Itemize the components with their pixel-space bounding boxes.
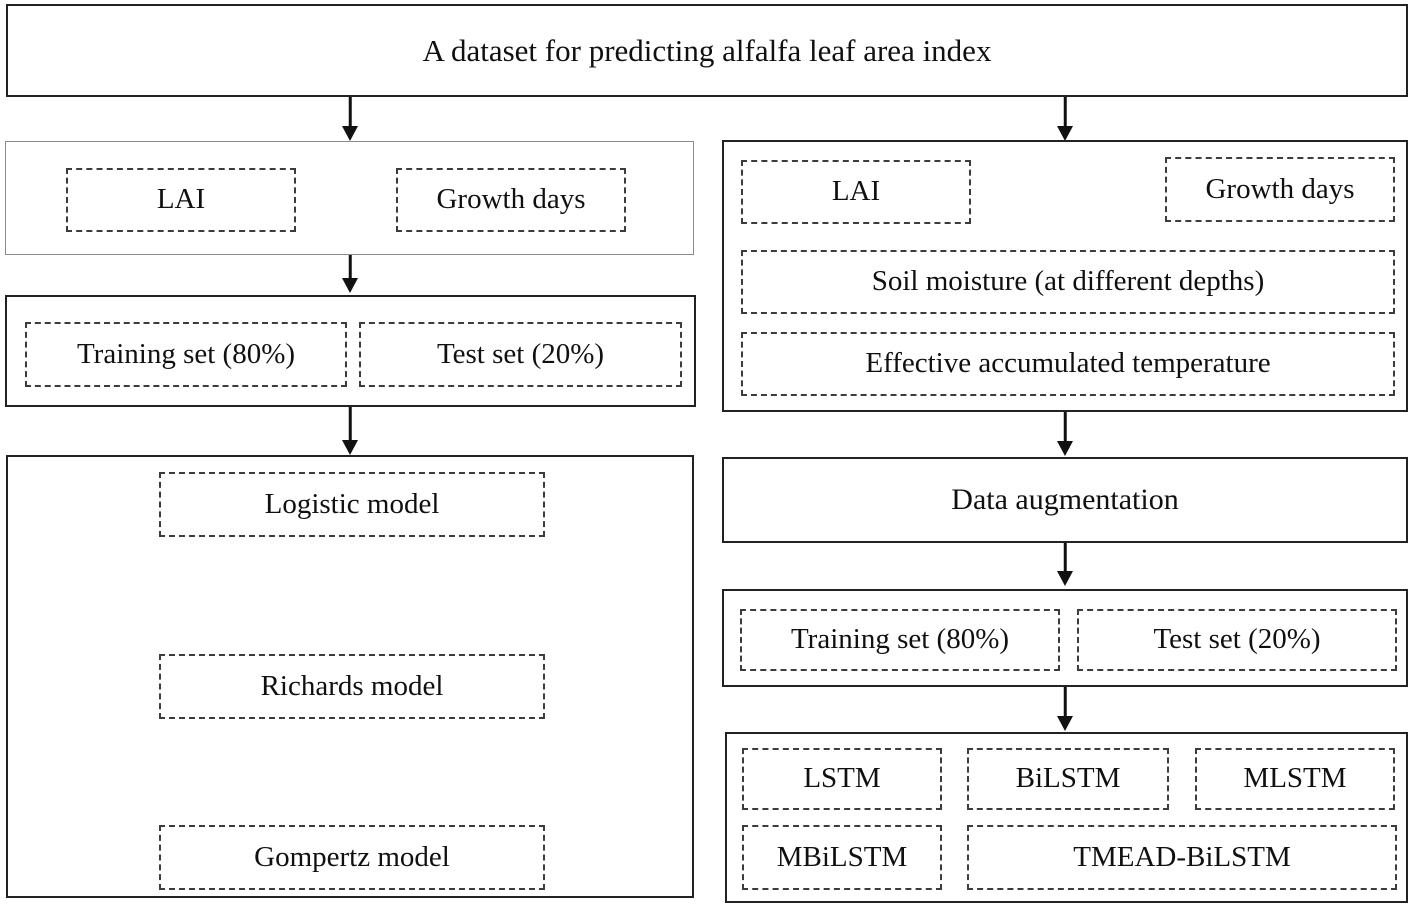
arrow-title-to-left-branch: [341, 97, 359, 141]
left-training-set-label: Training set (80%): [76, 337, 296, 370]
right-feature-effective-temperature-label: Effective accumulated temperature: [865, 347, 1271, 380]
right-feature-lai: LAI: [741, 160, 971, 224]
arrow-head-icon: [342, 278, 358, 293]
left-feature-lai-label: LAI: [156, 183, 206, 216]
data-augmentation-label: Data augmentation: [951, 483, 1179, 516]
arrow-head-icon: [1057, 571, 1073, 586]
data-augmentation-node: Data augmentation: [722, 457, 1408, 543]
left-test-set: Test set (20%): [359, 322, 682, 387]
arrow-shaft: [1063, 97, 1067, 129]
left-features-node: LAI Growth days: [5, 141, 694, 255]
arrow-split-to-models: [1056, 687, 1074, 731]
left-feature-lai: LAI: [66, 168, 296, 232]
dataset-title-node: A dataset for predicting alfalfa leaf ar…: [6, 4, 1408, 97]
arrow-head-icon: [1057, 441, 1073, 456]
richards-model-box: Richards model: [159, 654, 545, 719]
right-training-set-label: Training set (80%): [790, 623, 1010, 656]
bilstm-model-box: BiLSTM: [967, 748, 1169, 810]
bilstm-model-label: BiLSTM: [1015, 762, 1121, 795]
lstm-model-box: LSTM: [742, 748, 942, 810]
mlstm-model-label: MLSTM: [1243, 762, 1347, 795]
right-feature-growth-days: Growth days: [1165, 157, 1395, 222]
left-test-set-label: Test set (20%): [436, 337, 605, 370]
arrow-title-to-right-branch: [1056, 97, 1074, 141]
left-feature-growth-days: Growth days: [396, 168, 626, 232]
left-models-node: Logistic model Richards model Gompertz m…: [6, 455, 694, 898]
right-feature-soil-moisture-label: Soil moisture (at different depths): [871, 265, 1265, 298]
arrow-shaft: [348, 97, 352, 129]
lstm-model-label: LSTM: [803, 762, 881, 795]
arrow-left-split-to-models: [341, 407, 359, 455]
arrow-augmentation-to-split: [1056, 543, 1074, 586]
left-training-set: Training set (80%): [25, 322, 347, 387]
right-split-node: Training set (80%) Test set (20%): [722, 589, 1408, 687]
arrow-head-icon: [342, 440, 358, 455]
mbilstm-model-box: MBiLSTM: [742, 825, 942, 890]
mbilstm-model-label: MBiLSTM: [776, 840, 908, 873]
mlstm-model-box: MLSTM: [1195, 748, 1395, 810]
arrow-shaft: [348, 255, 352, 281]
arrow-head-icon: [1057, 126, 1073, 141]
right-feature-growth-days-label: Growth days: [1205, 172, 1355, 205]
arrow-shaft: [348, 407, 352, 443]
right-feature-lai-label: LAI: [831, 175, 881, 208]
left-split-node: Training set (80%) Test set (20%): [5, 295, 696, 407]
tmead-bilstm-model-label: TMEAD-BiLSTM: [1073, 840, 1291, 873]
arrow-head-icon: [342, 126, 358, 141]
logistic-model-label: Logistic model: [264, 487, 440, 520]
logistic-model-box: Logistic model: [159, 472, 545, 537]
right-training-set: Training set (80%): [740, 609, 1060, 671]
arrow-head-icon: [1057, 716, 1073, 731]
dataset-title-label: A dataset for predicting alfalfa leaf ar…: [422, 32, 992, 68]
arrow-shaft: [1063, 412, 1067, 444]
arrow-shaft: [1063, 687, 1067, 719]
arrow-right-features-to-augmentation: [1056, 412, 1074, 456]
richards-model-label: Richards model: [260, 669, 444, 702]
right-test-set: Test set (20%): [1077, 609, 1397, 671]
arrow-shaft: [1063, 543, 1067, 574]
left-feature-growth-days-label: Growth days: [436, 183, 586, 216]
right-feature-effective-temperature: Effective accumulated temperature: [741, 332, 1395, 396]
gompertz-model-label: Gompertz model: [254, 840, 450, 873]
right-feature-soil-moisture: Soil moisture (at different depths): [741, 250, 1395, 314]
gompertz-model-box: Gompertz model: [159, 825, 545, 890]
right-models-node: LSTM BiLSTM MLSTM MBiLSTM TMEAD-BiLSTM: [725, 732, 1408, 903]
tmead-bilstm-model-box: TMEAD-BiLSTM: [967, 825, 1397, 890]
right-test-set-label: Test set (20%): [1153, 623, 1321, 656]
arrow-left-features-to-split: [341, 255, 359, 293]
right-features-node: LAI Growth days Soil moisture (at differ…: [722, 140, 1408, 412]
